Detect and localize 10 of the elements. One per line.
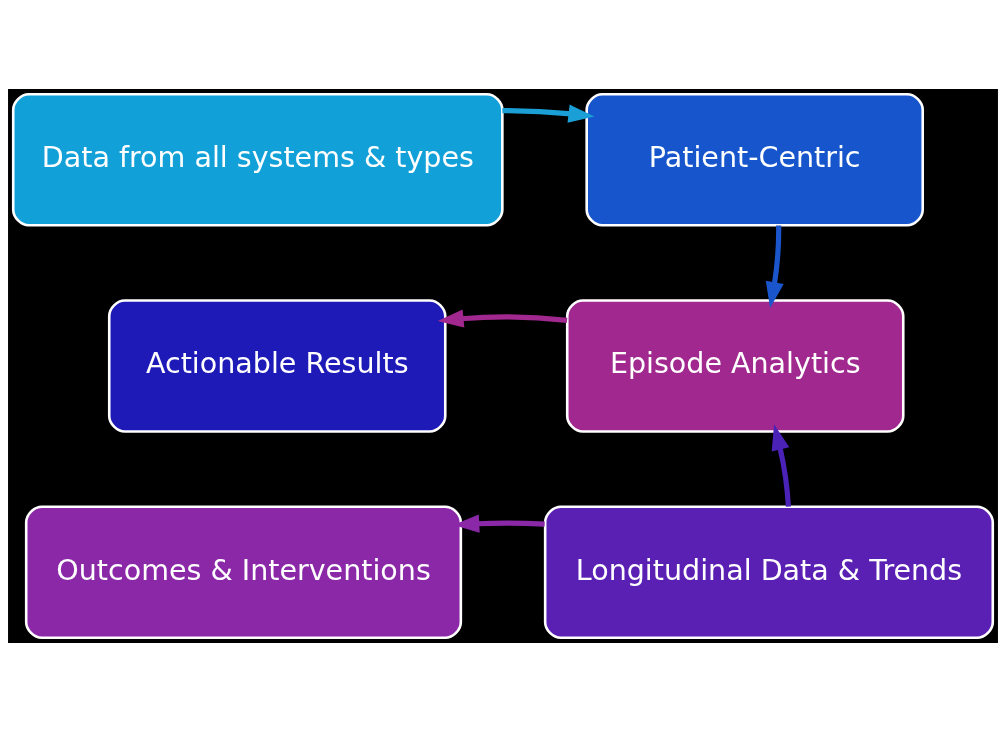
arrow [437,308,568,328]
node-box: Patient-Centric [585,92,924,227]
arrow [502,104,595,123]
node-box: Longitudinal Data & Trends [543,504,995,639]
node-box: Episode Analytics [565,298,905,433]
arrow [765,224,784,308]
node-box: Actionable Results [107,298,447,433]
arrow [771,423,791,507]
node-box: Outcomes & Interventions [24,504,463,639]
node-box: Data from all systems & types [11,92,504,227]
